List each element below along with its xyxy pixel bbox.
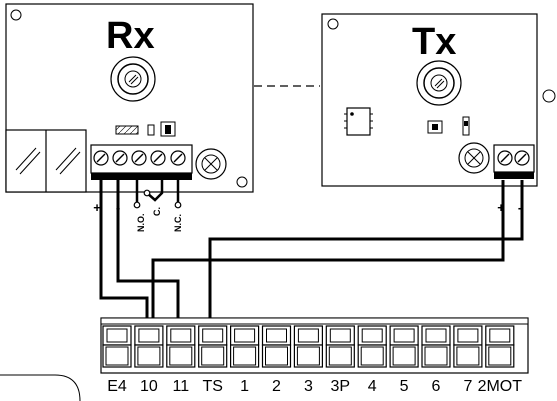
terminal-slot bbox=[421, 325, 451, 368]
tx-jumper bbox=[427, 116, 470, 136]
callout-frame bbox=[0, 374, 81, 401]
terminal-label: E4 bbox=[107, 378, 127, 395]
rx-mount-hole-br bbox=[236, 176, 248, 188]
tx-chip-icon bbox=[344, 107, 373, 136]
tx-buzzer-icon bbox=[416, 60, 462, 106]
wire-tx-plus-to-10 bbox=[151, 180, 505, 355]
rx-relay-block bbox=[5, 129, 87, 193]
terminal-label: 1 bbox=[240, 378, 249, 395]
terminal-slot bbox=[389, 325, 419, 368]
rx-screw-4 bbox=[150, 150, 166, 166]
tx-mount-hole-r bbox=[542, 89, 556, 103]
terminal-slot bbox=[261, 325, 292, 368]
rx-minus-label: - bbox=[116, 200, 120, 215]
rx-buzzer-icon bbox=[110, 56, 156, 102]
wire-tx-minus-to-ts bbox=[208, 180, 524, 355]
rx-screw-1 bbox=[93, 150, 109, 166]
terminal-label: 2MOT bbox=[478, 378, 523, 395]
tx-trimmer-icon bbox=[458, 142, 490, 174]
tx-screw-1 bbox=[497, 150, 513, 166]
rx-screw-2 bbox=[112, 150, 128, 166]
terminal-label: 2 bbox=[272, 378, 281, 395]
rx-contact-leads bbox=[135, 180, 180, 203]
rx-jumper bbox=[115, 121, 176, 137]
terminal-slot bbox=[357, 325, 387, 368]
terminal-label: 11 bbox=[172, 378, 189, 395]
tx-title: Tx bbox=[412, 21, 456, 63]
tx-plus-label: + bbox=[497, 200, 505, 215]
terminal-slot bbox=[230, 325, 260, 368]
rx-title: Rx bbox=[106, 15, 155, 57]
terminal-slot bbox=[102, 325, 132, 368]
contact-label-no: N.O. bbox=[136, 213, 146, 232]
tx-screw-2 bbox=[514, 150, 530, 166]
terminal-label: 7 bbox=[463, 378, 472, 395]
terminal-slot bbox=[485, 325, 515, 368]
terminal-slot bbox=[453, 325, 483, 368]
terminal-label: TS bbox=[202, 378, 222, 395]
contact-label-nc: N.C. bbox=[173, 214, 183, 232]
rx-screw-5 bbox=[170, 150, 186, 166]
rx-board: Rx bbox=[5, 3, 254, 193]
rx-trimmer-icon bbox=[195, 148, 227, 180]
terminal-label: 6 bbox=[432, 378, 441, 395]
rx-plus-label: + bbox=[93, 200, 101, 215]
tx-minus-label: - bbox=[518, 200, 522, 215]
terminal-slot bbox=[166, 325, 196, 368]
wires bbox=[99, 180, 524, 355]
terminal-label: 3 bbox=[304, 378, 313, 395]
contact-label-c: C. bbox=[152, 207, 162, 216]
rx-mount-hole-tl bbox=[10, 9, 22, 21]
terminal-label: 10 bbox=[140, 378, 158, 395]
tx-board: Tx bbox=[321, 13, 556, 187]
terminal-label: 3P bbox=[331, 378, 351, 395]
tx-mount-hole-tl bbox=[327, 18, 339, 30]
terminal-label: 5 bbox=[400, 378, 409, 395]
terminal-slot bbox=[293, 325, 323, 368]
terminal-slot bbox=[325, 325, 355, 368]
terminal-slot bbox=[134, 325, 164, 368]
rx-screw-3 bbox=[131, 150, 147, 166]
terminal-slot bbox=[198, 325, 228, 368]
terminal-label: 4 bbox=[368, 378, 377, 395]
